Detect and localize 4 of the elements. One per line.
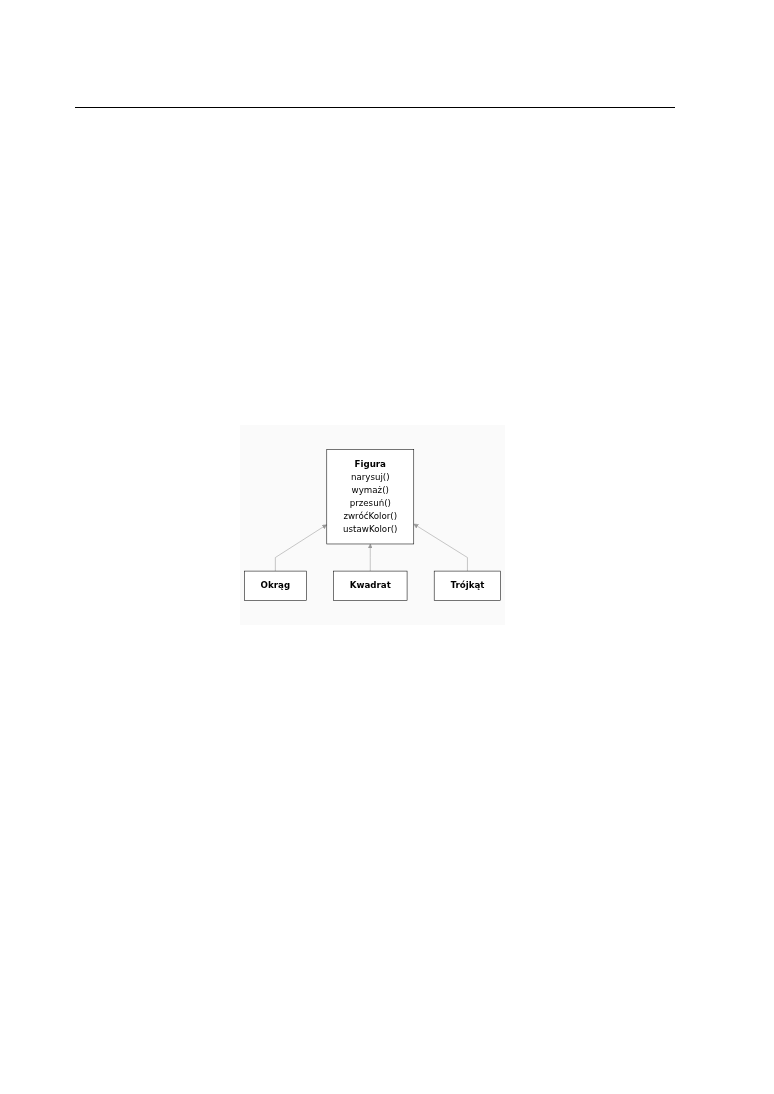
node-box: Figura narysuj() wymaż() przesuń() zwróćKolor() ustawKolor() (326, 449, 415, 545)
node-box: Kwadrat (333, 570, 408, 601)
node-box: Okrąg (244, 570, 307, 601)
node-box: Trójkąt (433, 570, 501, 601)
